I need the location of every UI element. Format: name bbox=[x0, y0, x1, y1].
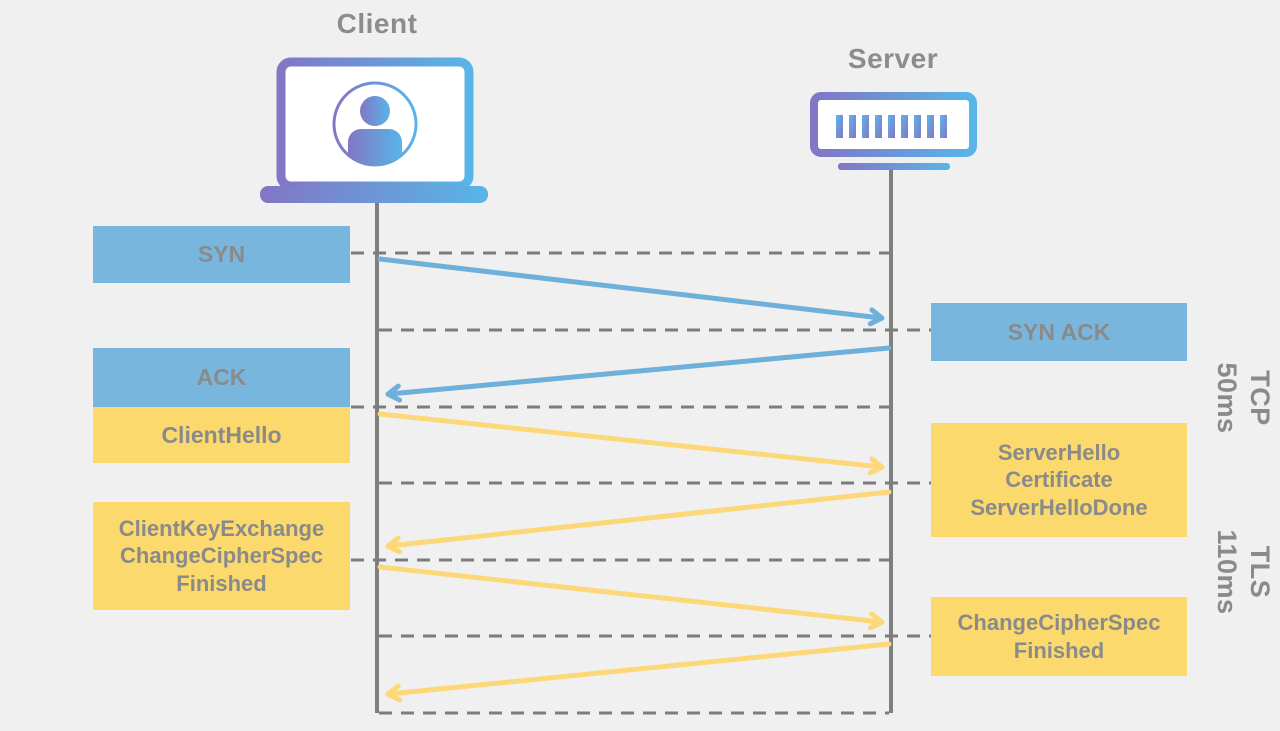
arrow-server-hello bbox=[385, 489, 892, 555]
message-label: Finished bbox=[1013, 637, 1105, 663]
phase-label-tcp: TCP 50ms bbox=[1210, 343, 1276, 453]
message-label: ServerHello bbox=[997, 439, 1121, 465]
message-label: ClientHello bbox=[161, 421, 282, 448]
message-label: ClientKeyExchange bbox=[118, 515, 325, 541]
message-box-syn-ack: SYN ACK bbox=[931, 303, 1187, 361]
message-box-ack: ACK bbox=[93, 348, 350, 407]
phase-name: TCP bbox=[1245, 370, 1275, 426]
arrow-client-hello bbox=[377, 411, 885, 476]
laptop-user-icon bbox=[260, 57, 488, 203]
message-box-server-hello: ServerHello Certificate ServerHelloDone bbox=[931, 423, 1187, 537]
arrow-change-cipher-spec bbox=[385, 641, 892, 703]
message-label: SYN bbox=[197, 241, 246, 268]
message-box-syn: SYN bbox=[93, 226, 350, 283]
arrow-syn bbox=[377, 256, 885, 327]
phase-duration: 110ms bbox=[1212, 529, 1242, 615]
message-box-client-key-exchange: ClientKeyExchange ChangeCipherSpec Finis… bbox=[93, 502, 350, 610]
laptop-base bbox=[260, 186, 488, 203]
tcp-arrows bbox=[377, 256, 892, 403]
server-stand bbox=[838, 163, 950, 170]
phase-duration: 50ms bbox=[1212, 362, 1242, 434]
timeline-dividers bbox=[351, 251, 931, 715]
tls-arrows bbox=[377, 411, 892, 703]
message-label: ACK bbox=[196, 364, 247, 391]
message-box-change-cipher-spec: ChangeCipherSpec Finished bbox=[931, 597, 1187, 676]
server-rack-icon bbox=[810, 92, 977, 170]
avatar-person bbox=[348, 96, 402, 165]
arrow-syn-ack bbox=[385, 345, 892, 403]
message-label: ChangeCipherSpec bbox=[957, 610, 1161, 635]
message-label: Finished bbox=[176, 570, 267, 596]
phase-name: TLS bbox=[1245, 545, 1275, 599]
avatar-head bbox=[360, 96, 390, 126]
server-title: Server bbox=[847, 43, 939, 74]
message-label: ServerHelloDone bbox=[970, 494, 1148, 520]
phase-label-tls: TLS 110ms bbox=[1210, 517, 1276, 627]
server-slots bbox=[836, 115, 947, 138]
message-label: SYN ACK bbox=[1007, 318, 1111, 345]
message-box-client-hello: ClientHello bbox=[93, 407, 350, 463]
client-title: Client bbox=[336, 8, 418, 39]
message-label: ChangeCipherSpec bbox=[120, 543, 323, 569]
avatar-body bbox=[348, 129, 402, 165]
message-label: Certificate bbox=[1005, 467, 1113, 493]
arrow-client-key-exchange bbox=[377, 564, 885, 631]
